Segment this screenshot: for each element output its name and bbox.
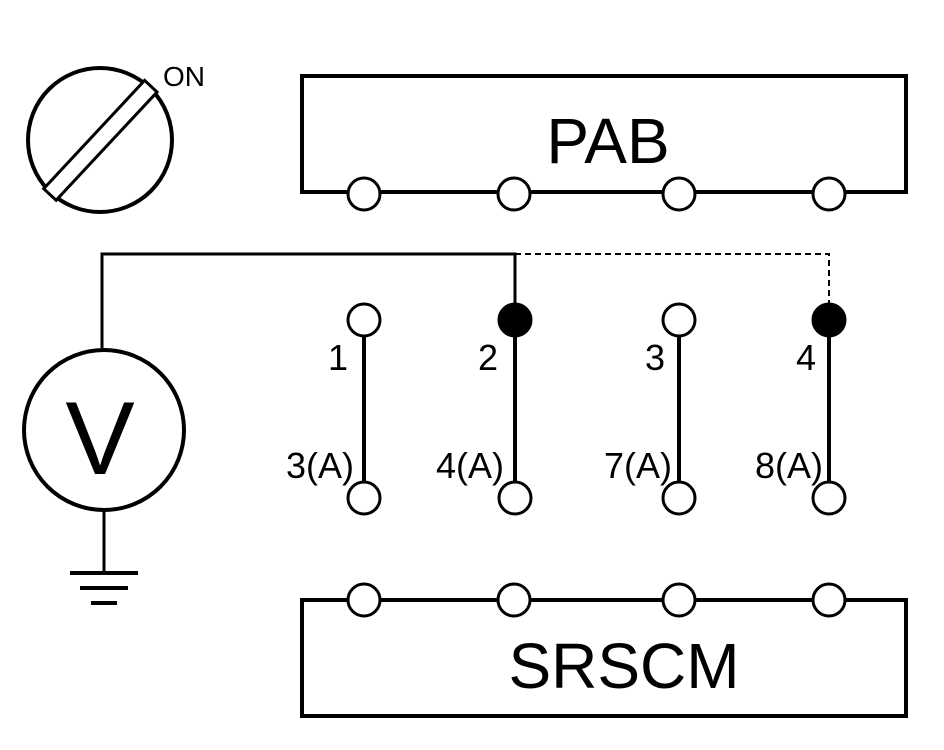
srscm-module: SRSCM bbox=[300, 582, 908, 718]
alternate-probe-lead bbox=[515, 253, 830, 318]
srscm-label: SRSCM bbox=[508, 630, 739, 702]
pab-terminal-3 bbox=[661, 302, 697, 338]
pab-module: PAB bbox=[300, 74, 908, 212]
srscm-terminal-4a bbox=[497, 480, 533, 516]
pin-label-pab: 2 bbox=[478, 337, 498, 378]
pab-label: PAB bbox=[546, 105, 669, 177]
voltmeter: V bbox=[22, 348, 186, 512]
pab-connector-pin bbox=[496, 176, 532, 212]
pab-connector-pin bbox=[346, 176, 382, 212]
srscm-terminal-8a bbox=[811, 480, 847, 516]
ignition-switch: ON bbox=[26, 61, 205, 214]
pin-label-srscm: 3(A) bbox=[286, 445, 354, 486]
harness-wire-3: 3 7(A) bbox=[604, 302, 697, 516]
voltmeter-positive-lead bbox=[100, 252, 517, 348]
pin-label-srscm: 7(A) bbox=[604, 445, 672, 486]
voltmeter-symbol: V bbox=[65, 381, 134, 497]
probe-point-icon bbox=[811, 302, 847, 338]
measurement-leads bbox=[100, 252, 830, 348]
pab-box bbox=[300, 74, 908, 194]
pin-label-pab: 1 bbox=[328, 337, 348, 378]
harness-wire-4: 4 8(A) bbox=[755, 302, 847, 516]
srscm-connector-pin bbox=[346, 582, 382, 618]
ignition-state-label: ON bbox=[163, 61, 205, 92]
probe-point-icon bbox=[497, 302, 533, 338]
pin-label-srscm: 4(A) bbox=[436, 445, 504, 486]
harness-wire-2: 2 4(A) bbox=[436, 302, 533, 516]
pin-label-srscm: 8(A) bbox=[755, 445, 823, 486]
srscm-connector-pin bbox=[496, 582, 532, 618]
srscm-box bbox=[300, 598, 908, 718]
srscm-terminal-3a bbox=[346, 480, 382, 516]
ignition-key-slot bbox=[41, 78, 160, 203]
srscm-terminal-7a bbox=[661, 480, 697, 516]
ground-symbol bbox=[70, 510, 138, 605]
ignition-switch-body bbox=[26, 66, 174, 214]
pab-terminal-1 bbox=[346, 302, 382, 338]
pab-connector-pin bbox=[661, 176, 697, 212]
srscm-connector-pin bbox=[661, 582, 697, 618]
harness-wire-1: 1 3(A) bbox=[286, 302, 382, 516]
srscm-connector-pin bbox=[811, 582, 847, 618]
pab-connector-pin bbox=[811, 176, 847, 212]
pin-label-pab: 3 bbox=[645, 337, 665, 378]
pin-label-pab: 4 bbox=[796, 337, 816, 378]
